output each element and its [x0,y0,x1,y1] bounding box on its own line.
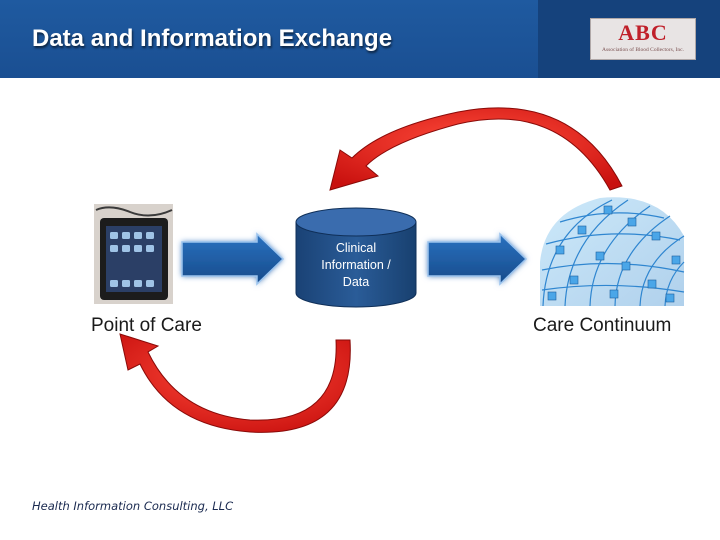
red-arrow-bottom [119,333,351,433]
center-label: Clinical Information / Data [298,240,414,291]
right-label: Care Continuum [533,315,672,336]
logo-subtitle: Association of Blood Collectors, Inc. [602,47,684,53]
slide-title: Data and Information Exchange [32,25,393,52]
tablet-image [94,204,173,304]
center-label-line-2: Information / [321,258,391,272]
red-arrow-top [329,107,623,191]
footer-text: Health Information Consulting, LLC [32,499,234,513]
logo: ABC Association of Blood Collectors, Inc… [590,18,696,60]
database-cylinder [295,207,417,308]
blue-arrow-right [427,232,528,286]
network-globe-image [540,197,685,307]
blue-arrow-left [181,232,285,286]
left-label: Point of Care [91,315,202,336]
center-label-line-1: Clinical [335,241,377,255]
center-label-line-3: Data [342,275,370,289]
logo-mark: ABC [618,20,668,45]
